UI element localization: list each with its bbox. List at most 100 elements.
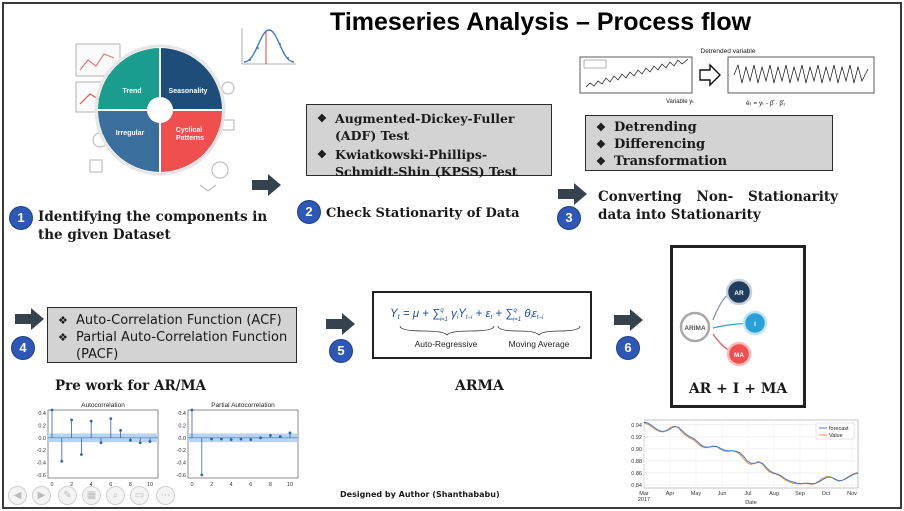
- arima-diagram: AR ARIMA I MA: [679, 278, 768, 367]
- wheel-label-cyclical-1: Cyclical: [176, 127, 203, 134]
- step-4-label: Pre work for AR/MA: [55, 378, 207, 394]
- wheel-irregular: [98, 110, 160, 172]
- acf-item: ❖Auto-Correlation Function (ACF): [54, 312, 290, 329]
- previous-slide-icon[interactable]: ◀: [8, 486, 27, 505]
- step-2-badge: 2: [298, 201, 320, 223]
- pacf-point: [288, 431, 292, 435]
- acf-x-tick: 0: [50, 482, 53, 488]
- adf-test-item: ❖ Augmented-Dickey-Fuller (ADF) Test: [313, 110, 545, 144]
- pacf-title: Partial Autocorrelation: [211, 402, 275, 409]
- wheel-label-irregular: Irregular: [116, 130, 145, 137]
- pacf-x-tick: 4: [230, 482, 233, 488]
- pacf-point: [220, 437, 223, 441]
- diamond-bullet-icon: ❖: [596, 138, 606, 151]
- page-title: Timeseries Analysis – Process flow: [330, 8, 752, 36]
- next-slide-icon[interactable]: ▶: [32, 486, 51, 505]
- acf-point: [138, 441, 142, 445]
- adf-test-text: Augmented-Dickey-Fuller (ADF) Test: [335, 111, 515, 143]
- differencing-text: Differencing: [614, 137, 706, 152]
- forecast-x-tick: May: [691, 491, 702, 497]
- step-5-label: ARMA: [455, 378, 504, 394]
- kpss-test-item: ❖Kwiatkowski-Phillips-Schmidt-Shin (KPSS…: [313, 146, 545, 180]
- zoom-icon[interactable]: ⌕: [106, 486, 125, 505]
- ma-node-label: MA: [734, 352, 744, 359]
- detrend-left-label: Variable yₜ: [666, 99, 694, 105]
- forecast-x-tick: Sep: [795, 491, 805, 497]
- arrow-3-to-4: [15, 308, 44, 330]
- slides-grid-icon[interactable]: ▦: [82, 486, 101, 505]
- pacf-point: [190, 408, 194, 412]
- pacf-point: [269, 433, 272, 437]
- acf-y-tick: 0.0: [38, 436, 46, 442]
- acf-point: [148, 440, 152, 443]
- acf-x-tick: 2: [70, 482, 73, 488]
- acf-title: Autocorrelation: [81, 402, 125, 409]
- diamond-bullet-icon: ❖: [58, 331, 68, 344]
- acf-point: [89, 419, 93, 423]
- pacf-y-tick: 0.4: [178, 411, 186, 417]
- arima-node-label: ARIMA: [684, 325, 706, 332]
- legend-value-label: Value: [829, 433, 843, 439]
- detrend-formula: êₜ = yₜ - β̂ · β̂₁: [746, 100, 786, 107]
- step-1-label: Identifying the components in the given …: [38, 209, 268, 243]
- acf-x-tick: 10: [147, 482, 153, 488]
- author-credit: Designed by Author (Shanthababu): [340, 490, 500, 499]
- conversion-methods-box: ❖Detrending ❖Differencing ❖Transformatio…: [585, 115, 833, 171]
- pacf-x-tick: 6: [249, 482, 252, 488]
- arima-box: AR ARIMA I MA AR + I + MA: [670, 245, 806, 408]
- step-2-label: Check Stationarity of Data: [326, 206, 520, 221]
- wheel-seasonality: [160, 48, 222, 110]
- detrend-illustration: Detrended variable Variable yₜ êₜ = yₜ -…: [579, 48, 875, 107]
- step-5-badge: 5: [330, 340, 352, 362]
- correlation-functions-box: ❖Auto-Correlation Function (ACF) ❖Partia…: [47, 307, 297, 363]
- subtitles-icon[interactable]: ▭: [130, 486, 149, 505]
- more-options-icon[interactable]: ⋯: [156, 486, 175, 505]
- components-wheel: Trend Seasonality Irregular Cyclical Pat…: [75, 43, 235, 192]
- arrow-4-to-5: [326, 313, 355, 335]
- value-series-line: [643, 422, 859, 485]
- forecast-x-tick: Jun: [718, 491, 727, 497]
- step-1-badge: 1: [10, 207, 32, 229]
- forecast-y-tick: 0.94: [631, 423, 642, 429]
- acf-frame: [47, 409, 159, 479]
- wheel-label-seasonality: Seasonality: [169, 88, 208, 95]
- trending-series: [585, 58, 689, 88]
- acf-x-tick: 8: [129, 482, 132, 488]
- wheel-label-trend: Trend: [122, 88, 141, 95]
- wheel-label-cyclical-2: Patterns: [176, 135, 204, 142]
- acf-point: [80, 453, 83, 456]
- i-node: [742, 310, 768, 336]
- pacf-point: [200, 473, 204, 477]
- step-3-badge: 3: [558, 207, 580, 229]
- arrow-2-to-3: [558, 183, 587, 205]
- forecast-y-tick: 0.92: [631, 435, 642, 441]
- diamond-bullet-icon: ❖: [317, 112, 327, 125]
- detrended-series: [733, 63, 869, 84]
- forecast-x-tick: Nov: [847, 491, 857, 497]
- acf-y-tick: -0.4: [37, 461, 46, 467]
- ar-node: [725, 278, 753, 306]
- wheel-quadrants: [94, 44, 226, 176]
- transformation-text: Transformation: [614, 154, 728, 169]
- pacf-y-tick: -0.6: [177, 473, 186, 479]
- wheel-label-cyclical: Cyclical Patterns: [176, 127, 204, 142]
- pacf-x-tick: 10: [287, 482, 293, 488]
- detrending-text: Detrending: [614, 120, 697, 135]
- acf-point: [70, 418, 73, 422]
- pacf-frame: [187, 409, 299, 479]
- arrow-1-to-2: [252, 174, 281, 196]
- ma-node: [726, 341, 752, 367]
- forecast-x-tick: Mar: [639, 491, 649, 497]
- diamond-bullet-icon: ❖: [58, 314, 68, 327]
- acf-point: [99, 441, 103, 445]
- forecast-x-label: Date: [745, 500, 757, 506]
- wheel-trend: [98, 48, 160, 110]
- transformation-item: ❖Transformation: [592, 153, 826, 170]
- pen-tool-icon[interactable]: ✎: [58, 486, 77, 505]
- acf-point: [50, 408, 54, 412]
